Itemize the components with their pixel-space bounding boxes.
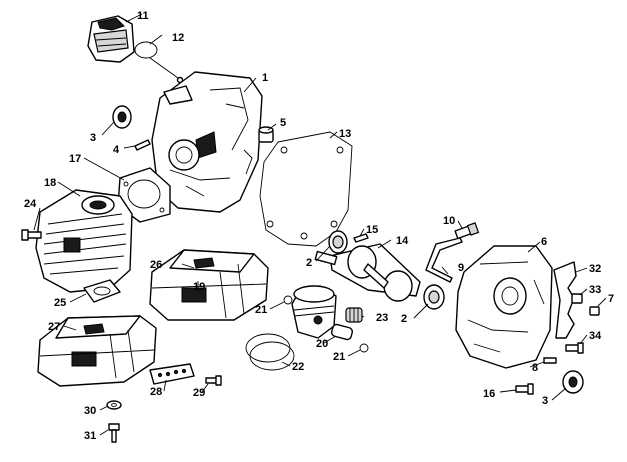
part-2-bearing-left <box>328 230 348 254</box>
callout-4: 4 <box>113 144 120 156</box>
part-18-cylinder <box>35 189 133 293</box>
callout-15: 15 <box>366 224 378 236</box>
part-3-seal-left <box>112 105 132 129</box>
part-29-screw <box>205 375 222 386</box>
callout-13: 13 <box>339 128 351 140</box>
part-2-bearing-right <box>423 284 445 310</box>
part-11-module <box>87 15 135 63</box>
callout-20: 20 <box>316 338 328 350</box>
callout-5: 5 <box>280 117 286 129</box>
part-23-cage <box>345 307 363 323</box>
callout-32: 32 <box>589 263 601 275</box>
callout-14: 14 <box>396 235 409 247</box>
part-1-crankcase <box>151 71 263 213</box>
callout-10: 10 <box>443 215 455 227</box>
callout-26: 26 <box>150 259 162 271</box>
callout-33: 33 <box>589 284 601 296</box>
callout-29: 29 <box>193 387 205 399</box>
callout-1: 1 <box>262 72 268 84</box>
part-24-screw <box>21 229 42 241</box>
part-6-crankcase <box>455 245 553 369</box>
part-32-bracket <box>553 261 577 339</box>
part-21-circlip-bottom <box>359 343 369 353</box>
part-5-sleeve <box>258 126 274 143</box>
callout-16: 16 <box>483 388 495 400</box>
callout-28: 28 <box>150 386 162 398</box>
part-17-gasket <box>117 167 171 223</box>
part-10-bolt <box>454 222 480 240</box>
part-33-screw <box>571 293 583 304</box>
callout-2-right: 2 <box>401 313 407 325</box>
callout-8: 8 <box>532 362 538 374</box>
callout-23: 23 <box>376 312 388 324</box>
part-13-gasket <box>259 131 353 247</box>
part-31-screw <box>108 423 120 443</box>
callout-6: 6 <box>541 236 547 248</box>
callout-7: 7 <box>608 293 614 305</box>
callout-11: 11 <box>137 10 149 22</box>
part-3-seal-right <box>562 370 584 394</box>
part-30-washer <box>106 400 122 410</box>
callout-21-bottom: 21 <box>333 351 345 363</box>
part-7-screw <box>589 306 600 316</box>
callout-12: 12 <box>172 32 184 44</box>
part-27-muffler <box>37 315 157 387</box>
part-8-screw <box>543 357 557 364</box>
callout-30: 30 <box>84 405 96 417</box>
part-25-gasket <box>83 279 121 303</box>
part-9-tube <box>425 237 463 283</box>
part-21-circlip-top <box>283 295 293 305</box>
callout-27: 27 <box>48 321 60 333</box>
leader-lines <box>33 13 607 436</box>
part-16-screw <box>515 383 534 395</box>
callout-19: 19 <box>193 281 205 293</box>
part-15-key <box>353 233 369 243</box>
callout-3-left: 3 <box>90 132 96 144</box>
callout-31: 31 <box>84 430 96 442</box>
callout-21-top: 21 <box>255 304 267 316</box>
part-26-muffler <box>149 249 269 321</box>
part-34-screw <box>565 342 584 354</box>
callout-labels: 11 12 1 3 4 5 13 17 18 24 10 6 15 14 2 9… <box>24 10 614 442</box>
callout-25: 25 <box>54 297 66 309</box>
part-4-stud <box>134 139 151 151</box>
part-12-ring <box>134 41 184 84</box>
callout-17: 17 <box>69 153 81 165</box>
callout-3-right: 3 <box>542 395 548 407</box>
callout-22: 22 <box>292 361 304 373</box>
callout-24: 24 <box>24 198 37 210</box>
callout-2-left: 2 <box>306 257 312 269</box>
part-14-crankshaft <box>314 243 421 302</box>
part-22-rings <box>245 333 295 371</box>
callout-9: 9 <box>458 262 464 274</box>
part-28-plate <box>149 363 195 385</box>
part-19-piston <box>291 285 337 339</box>
callout-18: 18 <box>44 177 56 189</box>
part-20-pin <box>330 323 354 341</box>
callout-34: 34 <box>589 330 602 342</box>
